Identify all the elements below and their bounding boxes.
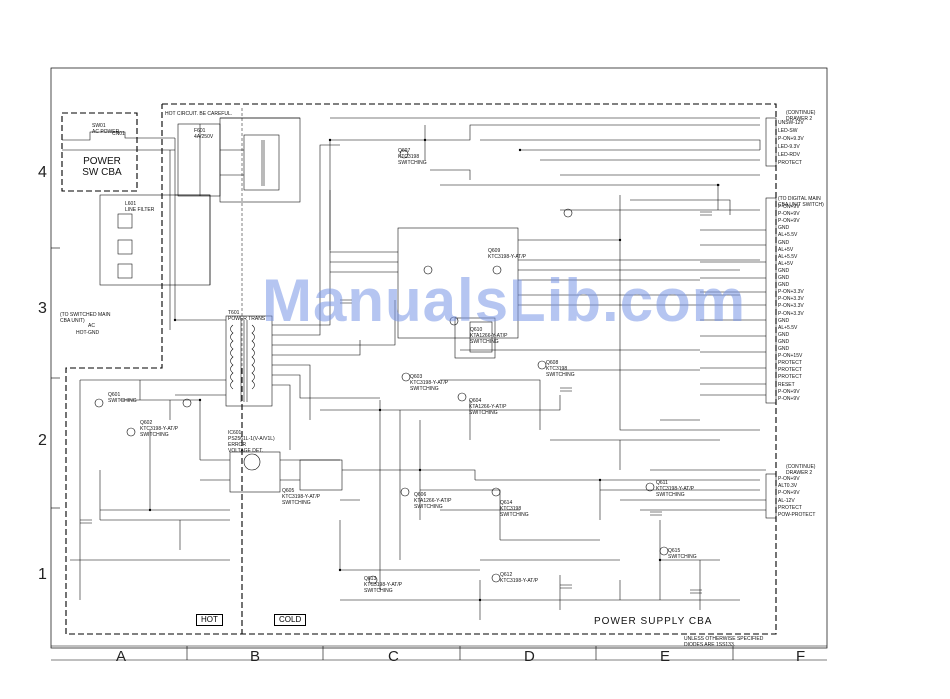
label-q613: Q613 KTC3198-Y-AT/P SWITCHING <box>364 576 403 594</box>
label-q609: Q609 KTC3198-Y-AT/P <box>488 248 527 260</box>
footer-note-1: UNLESS OTHERWISE SPECIFIED <box>684 636 764 642</box>
top-right-connector-pin: PROTECT <box>778 160 802 166</box>
lower-right-connector-pin: P-ON+9V <box>778 490 800 497</box>
right-connector-pin: AL+5V <box>778 260 794 267</box>
label-q606: Q606 KTA1266-Y-AT/P SWITCHING <box>414 492 452 510</box>
right-connector-pin: AL+5.5V <box>778 253 798 260</box>
row-label-1: 1 <box>38 566 47 583</box>
lower-right-connector-title: (CONTINUE) DRAWER 2 <box>786 464 816 476</box>
right-connector-pin: GND <box>778 338 790 345</box>
hot-area-label: HOT <box>196 614 223 626</box>
top-right-connector-pin: LED-9.3V <box>778 144 800 150</box>
label-q603: Q603 KTC3198-Y-AT/P SWITCHING <box>410 374 449 392</box>
label-q608: Q608 KTC3198 SWITCHING <box>546 360 575 378</box>
label-q611: Q611 KTC3198-Y-AT/P SWITCHING <box>656 480 695 498</box>
lower-right-connector-pin: AL-12V <box>778 497 795 504</box>
right-connector-pin: GND <box>778 331 790 338</box>
right-connector-pin: PROTECT <box>778 367 802 374</box>
right-connector-pin: GND <box>778 275 790 281</box>
top-right-connector-pin: LED-RDV <box>778 152 800 158</box>
footer-note-2: DIODES ARE 1SS133. <box>684 642 736 648</box>
label-sw01: SW01 AC POWER <box>92 123 120 135</box>
right-connector-pin: PROTECT <box>778 360 802 367</box>
row-label-2: 2 <box>38 432 47 449</box>
right-connector-pin: P-ON+9V <box>778 218 800 225</box>
right-connector-pin: GND <box>778 225 790 232</box>
right-connector-pin: P-ON+15V <box>778 353 803 360</box>
right-connector-pin: PROTECT <box>778 374 802 381</box>
right-connector-pin: RESET <box>778 381 795 388</box>
label-cn01: CN01 <box>112 131 125 137</box>
right-connector-pin: AL+5.5V <box>778 232 798 239</box>
cold-area-label: COLD <box>274 614 307 626</box>
top-right-connector-pin: P-ON+9.3V <box>778 136 804 142</box>
right-connector-pin: P-ON+9V <box>778 388 800 395</box>
label-f601: F601 4A/250V <box>194 128 214 140</box>
label-q614: Q614 KTC3198 SWITCHING <box>500 500 529 518</box>
col-label-b: B <box>250 648 261 665</box>
right-connector-pin: P-ON+9V <box>778 211 800 218</box>
col-label-c: C <box>388 648 399 665</box>
label-q605: Q605 KTC3198-Y-AT/P SWITCHING <box>282 488 321 506</box>
label-q604: Q604 KTA1266-Y-AT/P SWITCHING <box>469 398 507 416</box>
right-connector-pin: AL+5.5V <box>778 324 798 331</box>
label-q607: Q607 KTC3198 SWITCHING <box>398 148 427 166</box>
lower-right-connector-pin: P-ON+9V <box>778 476 800 482</box>
label-q610: Q610 KTA1266-Y-AT/P SWITCHING <box>470 327 508 345</box>
label-t601: T601 POWER TRANS <box>228 310 266 322</box>
left-input-pin-hot-gnd: HOT-GND <box>76 330 100 336</box>
lower-right-connector-pin: PROTECT <box>778 504 802 511</box>
right-connector-pin: GND <box>778 239 790 246</box>
row-label-4: 4 <box>38 164 47 181</box>
row-label-3: 3 <box>38 300 47 317</box>
right-connector-pin: P-ON+3.3V <box>778 310 804 317</box>
label-l601: L601 LINE FILTER <box>125 201 155 213</box>
right-connector-pin: P-ON+3.3V <box>778 296 804 303</box>
power-sw-cba-label: POWER SW CBA <box>82 156 122 178</box>
label-q601: Q601 SWITCHING <box>108 392 137 404</box>
right-connector-pin: P-ON+9V <box>778 204 800 210</box>
label-q612: Q612 KTC3198-Y-AT/P <box>500 572 539 584</box>
col-label-d: D <box>524 648 535 665</box>
label-ic601: IC601 PS2561L-1(V-A/V1L) ERROR VOLTAGE D… <box>228 430 275 454</box>
right-connector-pin: P-ON+3.3V <box>778 303 804 310</box>
lower-right-connector-pin: ALT0.3V <box>778 483 798 490</box>
col-label-e: E <box>660 648 671 665</box>
left-input-title: (TO SWITCHED MAIN CBA UNIT) <box>60 312 111 324</box>
left-input-pin-ac: AC <box>88 323 95 329</box>
power-supply-cba-label: POWER SUPPLY CBA <box>594 616 713 627</box>
right-connector-pin: GND <box>778 317 790 324</box>
right-connector-pin: GND <box>778 267 790 274</box>
watermark: ManualsLib.com <box>262 267 747 334</box>
right-connector-pin: P-ON+9V <box>778 395 800 402</box>
top-right-connector-title: (CONTINUE) DRAWER 2 <box>786 110 816 122</box>
right-connector-pin: AL+5V <box>778 246 794 253</box>
right-connector-pin: GND <box>778 346 790 352</box>
label-q602: Q602 KTC3198-Y-AT/P SWITCHING <box>140 420 179 438</box>
top-right-connector-pin: UNSW-12V <box>778 120 804 126</box>
col-label-f: F <box>796 648 806 665</box>
lower-right-connector-pin: POW-PROTECT <box>778 512 816 518</box>
right-connector-pin: P-ON+3.3V <box>778 289 804 296</box>
label-q615: Q615 SWITCHING <box>668 548 697 560</box>
hot-circuit-note: HOT CIRCUIT. BE CAREFUL. <box>165 111 233 117</box>
right-connector-title: (TO DIGITAL MAIN CBA UNIT SWITCH) <box>778 196 824 208</box>
col-label-a: A <box>116 648 127 665</box>
top-right-connector-pin: LED-SW <box>778 128 798 134</box>
right-connector-pin: GND <box>778 282 790 289</box>
